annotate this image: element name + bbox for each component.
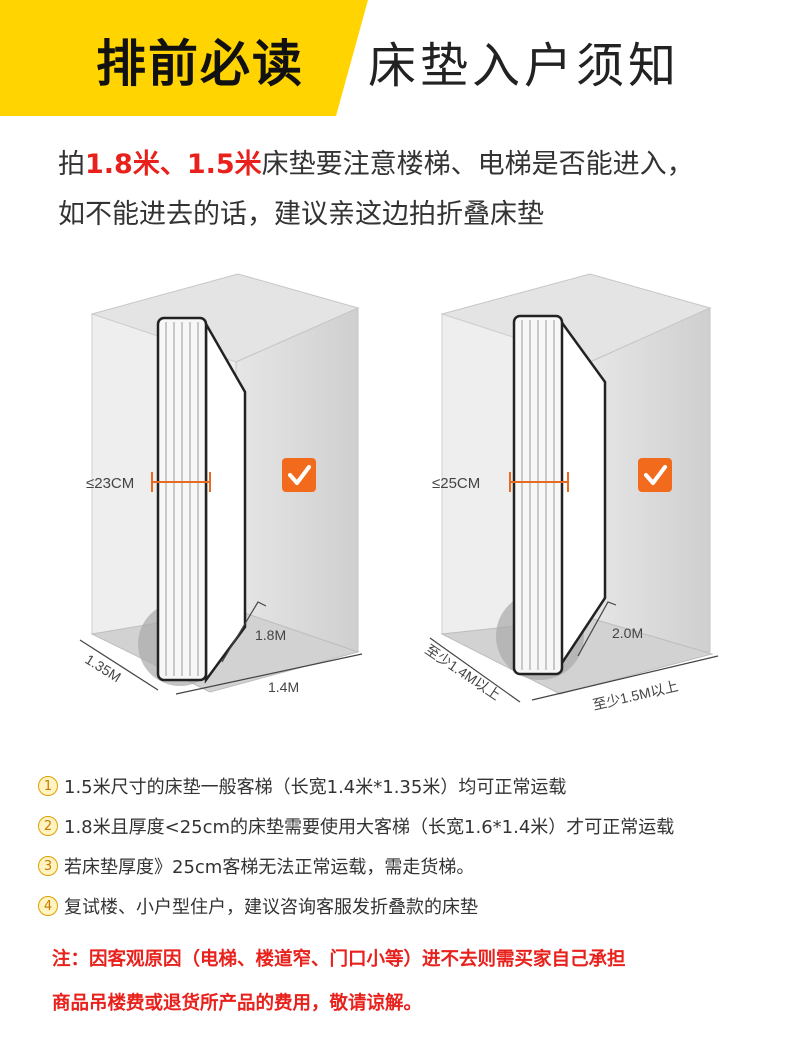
number-badge: 4	[38, 896, 58, 916]
note-text: 1.5米尺寸的床垫一般客梯（长宽1.4米*1.35米）均可正常运载	[64, 777, 567, 798]
warning-line-1: 注：因客观原因（电梯、楼道窄、门口小等）进不去则需买家自己承担	[52, 949, 626, 970]
number-badge: 2	[38, 816, 58, 836]
list-item: 2 1.8米且厚度<25cm的床垫需要使用大客梯（长宽1.6*1.4米）才可正常…	[38, 806, 778, 846]
warning-line-2: 商品吊楼费或退货所产品的费用，敬请谅解。	[52, 993, 423, 1014]
banner-background	[0, 0, 368, 116]
intro-line-2: 如不能进去的话，建议亲这边拍折叠床垫	[58, 199, 544, 230]
list-item: 3 若床垫厚度》25cm客梯无法正常运载，需走货梯。	[38, 846, 778, 886]
note-text: 若床垫厚度》25cm客梯无法正常运载，需走货梯。	[64, 857, 475, 878]
thickness-label-left: ≤23CM	[86, 475, 134, 492]
height-label-left: 1.8M	[255, 627, 286, 643]
diagram-right: ≤25CM 2.0M 至少1.4M以上 至少1.5M以上	[422, 273, 719, 713]
elevator-diagrams: ≤23CM 1.8M 1.35M 1.4M	[79, 273, 719, 713]
intro-text: 拍1.8米、1.5米床垫要注意楼梯、电梯是否能进入， 如不能进去的话，建议亲这边…	[58, 140, 758, 240]
header-banner: 排前必读 床垫入户须知	[0, 0, 790, 116]
list-item: 4 复试楼、小户型住户，建议咨询客服发折叠款的床垫	[38, 886, 778, 926]
note-text: 1.8米且厚度<25cm的床垫需要使用大客梯（长宽1.6*1.4米）才可正常运载	[64, 817, 675, 838]
thickness-label-right: ≤25CM	[432, 475, 480, 492]
height-label-right: 2.0M	[612, 625, 643, 641]
notes-list: 1 1.5米尺寸的床垫一般客梯（长宽1.4米*1.35米）均可正常运载 2 1.…	[38, 766, 778, 926]
number-badge: 3	[38, 856, 58, 876]
number-badge: 1	[38, 776, 58, 796]
check-icon	[638, 458, 672, 492]
depth-label-left: 1.35M	[82, 651, 123, 685]
list-item: 1 1.5米尺寸的床垫一般客梯（长宽1.4米*1.35米）均可正常运载	[38, 766, 778, 806]
banner-title-right: 床垫入户须知	[368, 38, 681, 94]
width-label-left: 1.4M	[268, 679, 299, 695]
intro-line-1: 拍1.8米、1.5米床垫要注意楼梯、电梯是否能进入，	[58, 149, 694, 180]
banner-title-left: 排前必读	[96, 35, 304, 93]
intro-highlight: 1.8米、1.5米	[85, 149, 262, 180]
check-icon	[282, 458, 316, 492]
note-text: 复试楼、小户型住户，建议咨询客服发折叠款的床垫	[64, 897, 478, 918]
diagram-left: ≤23CM 1.8M 1.35M 1.4M	[79, 273, 363, 695]
warning-note: 注：因客观原因（电梯、楼道窄、门口小等）进不去则需买家自己承担 商品吊楼费或退货…	[52, 938, 752, 1026]
